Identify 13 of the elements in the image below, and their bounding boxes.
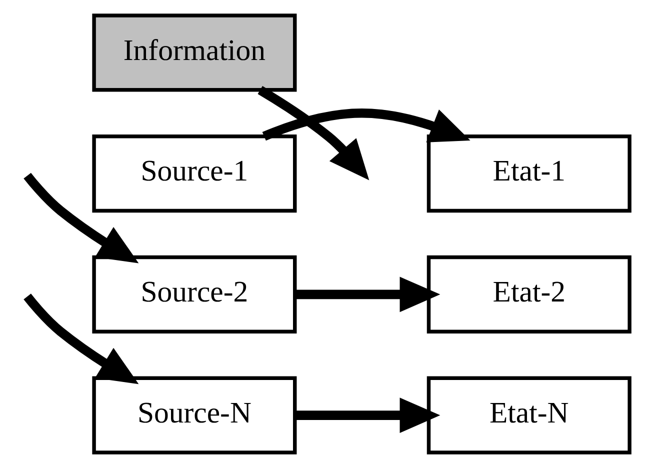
arrow (23, 172, 138, 264)
node-box: Source-2 (92, 255, 296, 334)
arrow (257, 86, 369, 180)
node-box: Source-1 (92, 134, 296, 213)
arrow (23, 294, 138, 384)
node-box: Etat-2 (426, 255, 631, 334)
arrow (294, 398, 440, 433)
arrow (262, 108, 470, 142)
node-box: Information (92, 14, 296, 92)
node-box: Etat-N (426, 376, 631, 454)
node-box: Source-N (92, 376, 296, 454)
node-box: Etat-1 (426, 134, 631, 213)
arrow (294, 276, 440, 312)
